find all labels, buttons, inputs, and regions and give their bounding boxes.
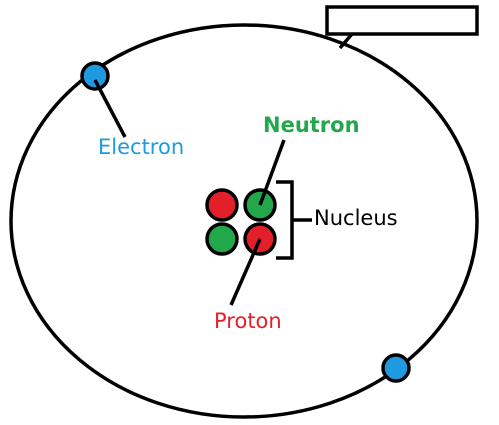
electron-label: Electron	[98, 135, 184, 159]
proton-leader-line	[229, 238, 262, 306]
electron-top-left	[80, 61, 110, 91]
neutron-label: Neutron	[263, 113, 360, 137]
proton-top-left	[205, 188, 239, 222]
neutron-bottom-left	[205, 222, 239, 256]
proton-label: Proton	[214, 309, 282, 333]
callout-connector	[338, 32, 354, 50]
electron-leader-line	[93, 79, 127, 138]
electron-bottom-right	[381, 353, 411, 383]
nucleus-label: Nucleus	[314, 206, 398, 230]
nucleus-bracket	[276, 180, 312, 260]
electron-orbit	[9, 23, 479, 419]
neutron-leader-line	[258, 139, 286, 206]
callout-box	[325, 5, 479, 36]
